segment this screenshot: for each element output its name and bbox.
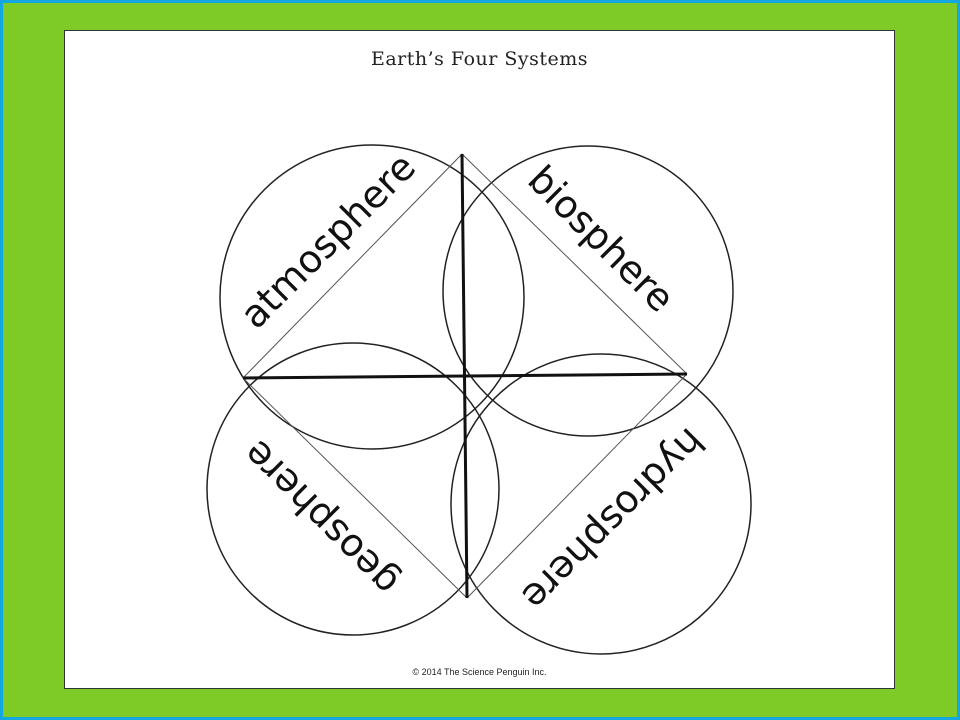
circle-geosphere [206,342,500,636]
circle-hydrosphere [450,353,752,655]
label-atmosphere: atmosphere [232,145,424,337]
page-title: Earth’s Four Systems [370,48,589,70]
diag-bottom-right [466,373,688,599]
diag-top-left [242,153,463,379]
cross-horizontal [242,372,688,380]
diag-top-right [461,153,688,375]
label-biosphere: biosphere [519,157,683,321]
diag-bottom-left [242,377,468,599]
circle-biosphere [442,145,734,437]
circle-atmosphere [219,144,525,450]
copyright-notice: © 2014 The Science Penguin Inc. [412,667,547,677]
label-geosphere: geosphere [234,432,407,605]
four-systems-diagram: atmosphere biosphere geosphere hydrosphe… [206,144,752,655]
worksheet: Earth’s Four Systems atmosphere biospher… [64,30,895,689]
